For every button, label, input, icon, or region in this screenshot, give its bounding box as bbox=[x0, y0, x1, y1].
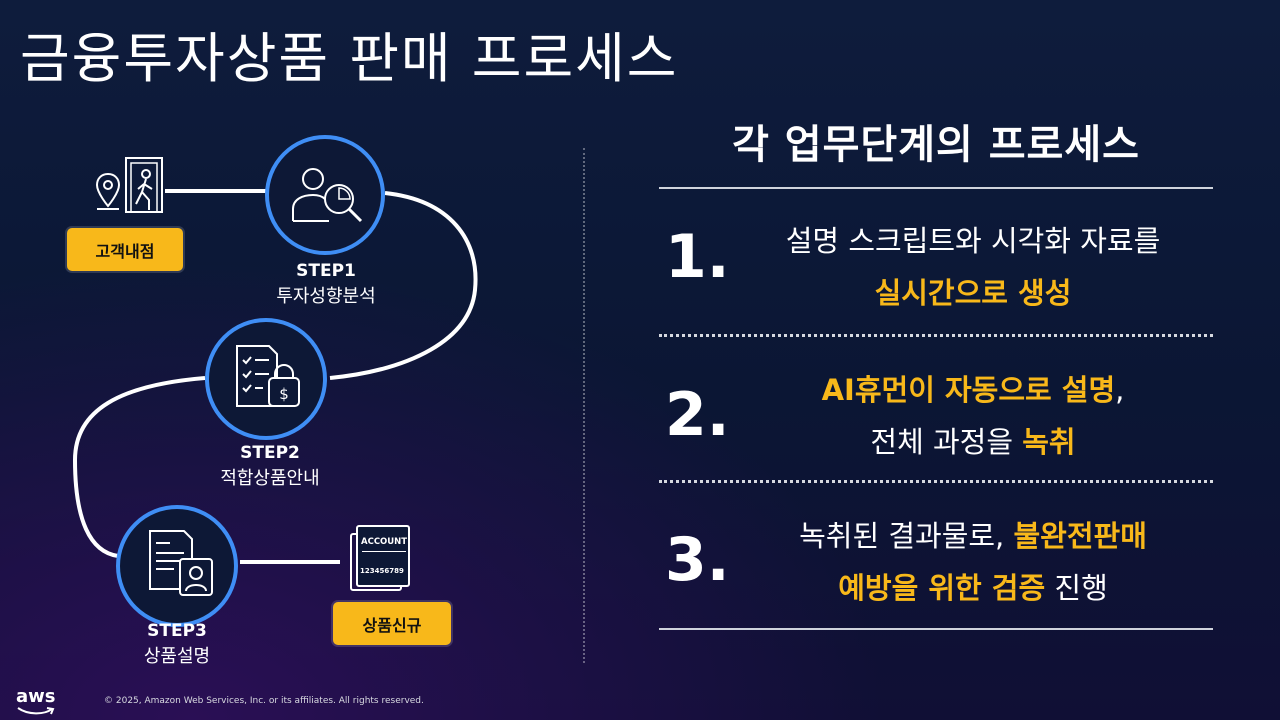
item3-line2-highlight: 예방을 위한 검증 bbox=[838, 571, 1046, 605]
step3-name: 상품설명 bbox=[143, 646, 211, 667]
copyright-notice: © 2025, Amazon Web Services, Inc. or its… bbox=[104, 696, 424, 706]
item2-line1: AI휴먼이 자동으로 설명, bbox=[728, 364, 1218, 416]
item2-line2-plain: 전체 과정을 bbox=[870, 425, 1023, 459]
item2-line1-plain: , bbox=[1115, 373, 1125, 407]
step1-name: 투자성향분석 bbox=[276, 286, 376, 307]
item2-line2-highlight: 녹취 bbox=[1022, 425, 1076, 459]
item1-line2: 실시간으로 생성 bbox=[874, 276, 1072, 310]
aws-smile-icon bbox=[17, 707, 55, 715]
step2-circle: $ bbox=[205, 318, 327, 440]
item2-line1-highlight: AI휴먼이 자동으로 설명 bbox=[821, 373, 1116, 407]
process-diagram: 고객내점 STEP1 투자성향분석 $ STEP2 적합상품안내 bbox=[0, 0, 580, 720]
item3-line2: 예방을 위한 검증 진행 bbox=[728, 562, 1218, 614]
item1-text: 설명 스크립트와 시각화 자료를 실시간으로 생성 bbox=[728, 215, 1218, 319]
svg-text:$: $ bbox=[279, 385, 289, 403]
account-card-number: 123456789 bbox=[360, 567, 404, 575]
person-chart-magnifier-icon bbox=[292, 168, 363, 223]
slide-title: 금융투자상품 판매 프로세스 bbox=[20, 27, 679, 90]
panel-bottom-rule bbox=[659, 628, 1213, 630]
step1-circle bbox=[265, 135, 385, 255]
step1-label: STEP1 투자성향분석 bbox=[236, 258, 416, 310]
item3-line1-highlight: 불완전판매 bbox=[1013, 519, 1147, 553]
item1-separator bbox=[659, 334, 1213, 337]
step3-circle bbox=[116, 505, 238, 627]
step3-number: STEP3 bbox=[147, 621, 207, 641]
step2-number: STEP2 bbox=[240, 443, 300, 463]
vertical-divider bbox=[583, 148, 585, 663]
checklist-shopping-bag-icon: $ bbox=[236, 345, 300, 407]
step1-number: STEP1 bbox=[296, 261, 356, 281]
account-card-label: ACCOUNT bbox=[361, 537, 408, 547]
item1-number: 1. bbox=[665, 222, 730, 292]
step3-label: STEP3 상품설명 bbox=[87, 618, 267, 670]
step2-name: 적합상품안내 bbox=[220, 468, 320, 489]
account-card-icon: ACCOUNT 123456789 bbox=[350, 525, 412, 591]
person-entering-door-icon bbox=[125, 157, 163, 213]
new-product-badge: 상품신규 bbox=[333, 602, 451, 645]
item2-separator bbox=[659, 480, 1213, 483]
item2-number: 2. bbox=[665, 380, 730, 450]
item3-line1: 녹취된 결과물로, 불완전판매 bbox=[728, 510, 1218, 562]
item3-number: 3. bbox=[665, 525, 730, 595]
item1-line1: 설명 스크립트와 시각화 자료를 bbox=[785, 224, 1161, 258]
branch-visit-badge: 고객내점 bbox=[67, 228, 183, 271]
item3-line2-plain: 진행 bbox=[1045, 571, 1108, 605]
panel-title: 각 업무단계의 프로세스 bbox=[732, 122, 1140, 168]
item2-line2: 전체 과정을 녹취 bbox=[728, 416, 1218, 468]
aws-logo: aws bbox=[16, 686, 56, 707]
item3-line1-plain: 녹취된 결과물로, bbox=[799, 519, 1014, 553]
panel-top-rule bbox=[659, 187, 1213, 189]
item3-text: 녹취된 결과물로, 불완전판매 예방을 위한 검증 진행 bbox=[728, 510, 1218, 614]
document-person-icon bbox=[149, 530, 213, 596]
step2-label: STEP2 적합상품안내 bbox=[180, 440, 360, 492]
item2-text: AI휴먼이 자동으로 설명, 전체 과정을 녹취 bbox=[728, 364, 1218, 468]
location-pin-icon bbox=[95, 172, 121, 210]
process-path bbox=[72, 189, 478, 564]
